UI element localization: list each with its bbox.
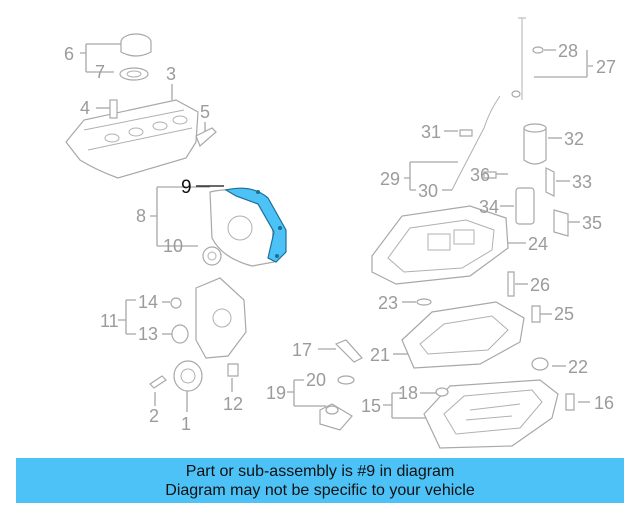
part-dipstick <box>451 17 544 191</box>
callout-36: 36 <box>470 165 490 185</box>
callout-30: 30 <box>418 181 438 201</box>
callout-6: 6 <box>64 44 74 64</box>
part-oil-pan-upper <box>371 205 515 297</box>
callout-9: 9 <box>181 177 192 198</box>
part-oil-filter <box>483 123 569 237</box>
callout-3: 3 <box>166 64 176 84</box>
callout-18: 18 <box>398 383 418 403</box>
callout-19: 19 <box>266 383 286 403</box>
callout-25: 25 <box>554 304 574 324</box>
callout-13: 13 <box>138 324 158 344</box>
callout-numbers: 6 7 3 4 5 8 9 10 11 14 13 2 1 12 17 19 2… <box>64 41 616 434</box>
callout-11: 11 <box>100 311 119 331</box>
callout-10: 10 <box>163 236 183 256</box>
callout-16: 16 <box>594 393 614 413</box>
part-cap <box>119 33 152 81</box>
callout-22: 22 <box>568 357 588 377</box>
callout-15: 15 <box>361 396 381 416</box>
part-baffle <box>401 298 549 371</box>
callout-35: 35 <box>582 213 602 233</box>
banner-line-2: Diagram may not be specific to your vehi… <box>165 481 475 499</box>
callout-24: 24 <box>528 234 548 254</box>
callout-21: 21 <box>370 345 390 365</box>
callout-31: 31 <box>421 122 441 142</box>
callout-20: 20 <box>306 370 326 390</box>
callout-7: 7 <box>95 62 105 82</box>
part-timing-cover-lower <box>149 277 247 392</box>
callout-29: 29 <box>380 169 400 189</box>
banner-line-1: Part or sub-assembly is #9 in diagram <box>185 462 455 480</box>
callout-17: 17 <box>292 340 312 360</box>
callout-27: 27 <box>596 57 616 77</box>
callout-33: 33 <box>572 172 592 192</box>
callout-32: 32 <box>564 129 584 149</box>
callout-12: 12 <box>223 394 243 414</box>
part-pump <box>319 339 363 431</box>
callout-34: 34 <box>479 197 499 217</box>
callout-14: 14 <box>138 292 158 312</box>
callout-8: 8 <box>136 206 146 226</box>
parts-diagram: 6 7 3 4 5 8 9 10 11 14 13 2 1 12 17 19 2… <box>64 17 616 449</box>
part-valve-cover <box>65 99 217 179</box>
part-oil-pan-lower <box>423 379 575 449</box>
callout-1: 1 <box>181 414 191 434</box>
info-banner: Part or sub-assembly is #9 in diagram Di… <box>16 458 624 503</box>
part-timing-cover-upper <box>202 189 275 267</box>
callout-5: 5 <box>200 102 210 122</box>
callout-4: 4 <box>80 98 90 118</box>
callout-28: 28 <box>558 41 578 61</box>
leader-lines <box>80 43 593 419</box>
callout-23: 23 <box>378 293 398 313</box>
part-9-gasket <box>224 187 287 263</box>
callout-2: 2 <box>149 406 159 426</box>
callout-26: 26 <box>530 275 550 295</box>
